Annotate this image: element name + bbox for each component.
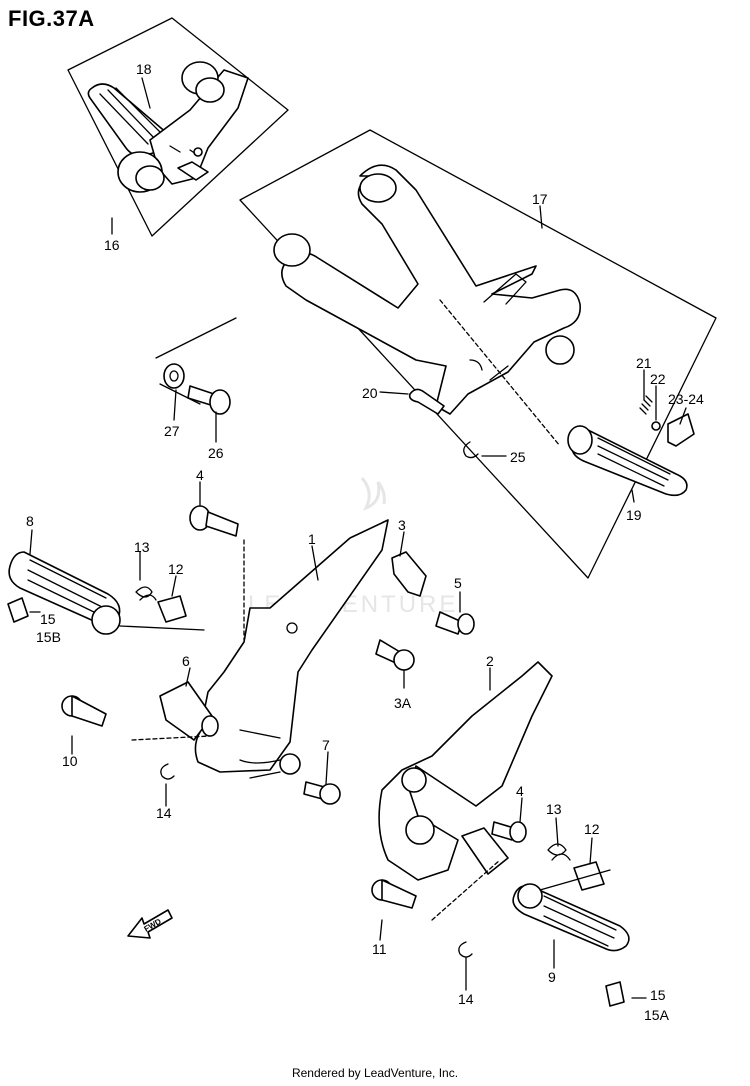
callout-19: 19 bbox=[626, 507, 642, 523]
part-14-clip-left bbox=[160, 763, 175, 780]
callout-9: 9 bbox=[548, 969, 556, 985]
callout-15a: 15A bbox=[644, 1007, 670, 1023]
callout-12-upper: 12 bbox=[168, 561, 184, 577]
part-10-pin-left bbox=[61, 695, 107, 727]
callout-8: 8 bbox=[26, 513, 34, 529]
part-22-ball bbox=[651, 421, 661, 431]
part-18-footrest-assembly bbox=[87, 61, 249, 193]
part-2-right-bracket bbox=[378, 661, 553, 881]
callout-13-upper: 13 bbox=[134, 539, 150, 555]
part-1-left-bracket bbox=[194, 519, 389, 779]
callout-16: 16 bbox=[104, 237, 120, 253]
callout-10: 10 bbox=[62, 753, 78, 769]
assembly-17-frame bbox=[239, 129, 717, 579]
part-27-washer bbox=[163, 363, 185, 389]
callout-6: 6 bbox=[182, 653, 190, 669]
footer-credit: Rendered by LeadVenture, Inc. bbox=[291, 1066, 459, 1080]
callout-17: 17 bbox=[532, 191, 548, 207]
callout-7: 7 bbox=[322, 737, 330, 753]
callout-15-upper: 15 bbox=[40, 611, 56, 627]
part-3a-bolt bbox=[375, 639, 415, 671]
part-23-24-plate bbox=[667, 413, 695, 447]
part-13-spring-left bbox=[135, 586, 157, 601]
part-26-bolt bbox=[187, 385, 231, 415]
callout-15-lower: 15 bbox=[650, 987, 666, 1003]
callout-14-lower: 14 bbox=[458, 991, 474, 1007]
callout-14-upper: 14 bbox=[156, 805, 172, 821]
callout-4-upper: 4 bbox=[196, 467, 204, 483]
callout-12-lower: 12 bbox=[584, 821, 600, 837]
callout-1: 1 bbox=[308, 531, 316, 547]
part-17-bracket bbox=[273, 164, 581, 415]
part-8-footpeg-left bbox=[8, 551, 121, 635]
callout-20: 20 bbox=[362, 385, 378, 401]
part-13-spring-right bbox=[547, 843, 571, 861]
callout-18: 18 bbox=[136, 61, 152, 77]
callout-labels: 18 16 17 21 22 23-24 19 20 25 27 26 4 1 … bbox=[26, 61, 704, 1023]
callout-21: 21 bbox=[636, 355, 652, 371]
part-9-footpeg-right bbox=[512, 883, 630, 952]
part-5-bolt bbox=[435, 611, 475, 635]
leader-lines bbox=[29, 77, 687, 999]
part-4-bolt-upper bbox=[189, 505, 239, 537]
callout-13-lower: 13 bbox=[546, 801, 562, 817]
part-6-pivot-bracket bbox=[159, 681, 219, 741]
part-20-pin bbox=[408, 388, 445, 415]
callout-23-24: 23-24 bbox=[668, 391, 704, 407]
callout-11: 11 bbox=[372, 941, 387, 957]
figure-title: FIG.37A bbox=[8, 6, 95, 31]
part-25-e-clip bbox=[463, 441, 479, 459]
callout-22: 22 bbox=[650, 371, 666, 387]
callout-4-lower: 4 bbox=[516, 783, 524, 799]
watermark-flame-icon bbox=[360, 477, 386, 511]
callout-25: 25 bbox=[510, 449, 526, 465]
part-19-footpeg-right bbox=[567, 425, 688, 497]
callout-3: 3 bbox=[398, 517, 406, 533]
part-11-pin-right bbox=[371, 879, 417, 909]
part-4-bolt-lower bbox=[491, 821, 527, 843]
part-21-spring bbox=[639, 395, 653, 415]
callout-27: 27 bbox=[164, 423, 180, 439]
part-3-bracket-small bbox=[391, 551, 427, 597]
part-14-clip-right bbox=[458, 941, 473, 958]
part-15a-rubber bbox=[605, 981, 625, 1007]
part-15b-rubber bbox=[7, 597, 29, 623]
fwd-arrow-icon: FWD bbox=[127, 909, 173, 939]
callout-5: 5 bbox=[454, 575, 462, 591]
callout-3a: 3A bbox=[394, 695, 412, 711]
callout-15b: 15B bbox=[36, 629, 61, 645]
callout-2: 2 bbox=[486, 653, 494, 669]
part-12-collar-left bbox=[157, 595, 187, 623]
part-7-bolt bbox=[303, 781, 341, 805]
callout-26: 26 bbox=[208, 445, 224, 461]
